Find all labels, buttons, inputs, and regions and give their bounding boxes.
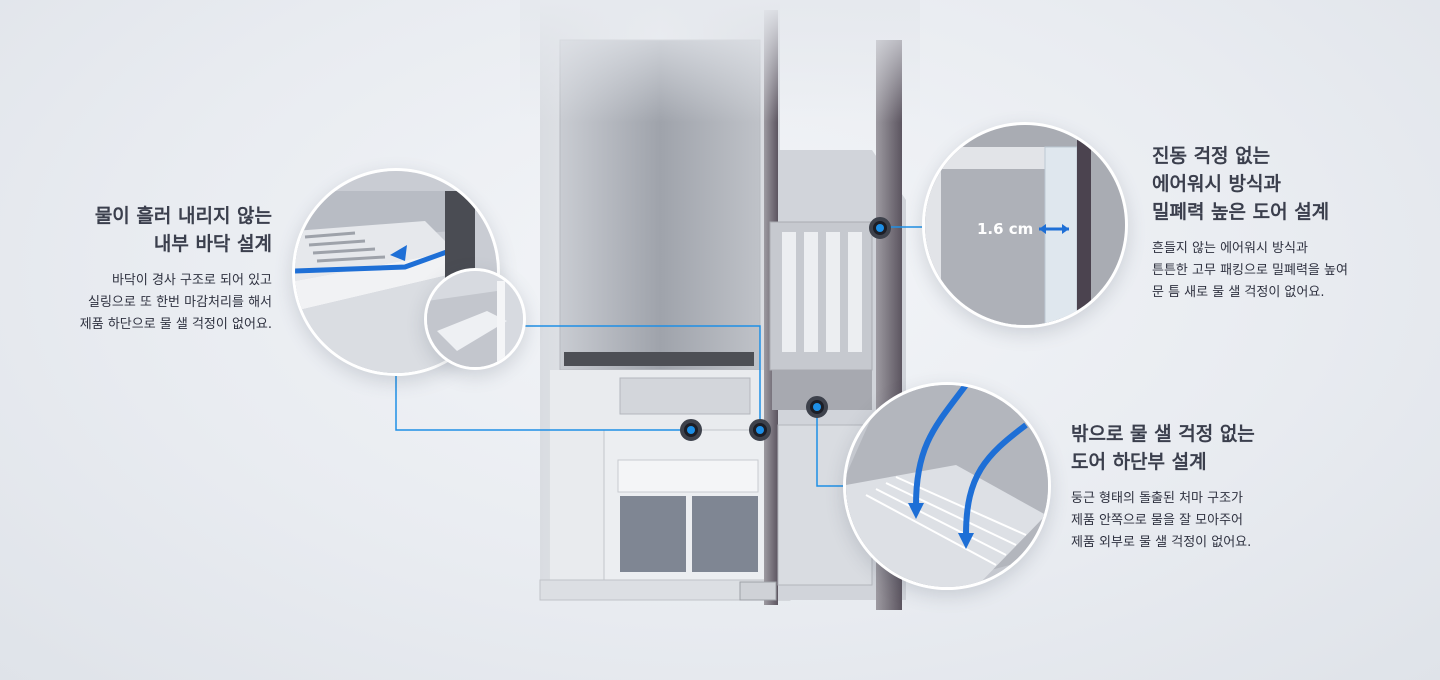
callout-airwash-title-line2: 에어워시 방식과 xyxy=(1152,173,1281,195)
marker-dot-door-bottom[interactable] xyxy=(806,396,828,418)
callout-door-bottom: 밖으로 물 샐 걱정 없는 도어 하단부 설계 둥근 형태의 돌출된 처마 구조… xyxy=(1071,420,1371,554)
callout-airwash-desc-line2: 튼튼한 고무 패킹으로 밀폐력을 높여 xyxy=(1152,263,1348,278)
callout-airwash-desc-line3: 문 틈 새로 물 샐 걱정이 없어요. xyxy=(1152,285,1325,300)
marker-dot-gasket[interactable] xyxy=(869,217,891,239)
callout-floor-desc-line2: 실링으로 또 한번 마감처리를 해서 xyxy=(88,295,272,310)
zoom-circle-sealing xyxy=(424,268,526,370)
callout-door-bottom-title-line2: 도어 하단부 설계 xyxy=(1071,451,1207,473)
callout-door-bottom-desc-line1: 둥근 형태의 돌출된 처마 구조가 xyxy=(1071,491,1244,506)
callout-floor: 물이 흘러 내리지 않는 내부 바닥 설계 바닥이 경사 구조로 되어 있고 실… xyxy=(0,202,272,336)
zoom-circle-gasket: 1.6 cm xyxy=(922,122,1128,328)
marker-dot-sealing[interactable] xyxy=(749,419,771,441)
zoom-circle-door-bottom xyxy=(843,382,1051,590)
callout-floor-desc-line3: 제품 하단으로 물 샐 걱정이 없어요. xyxy=(79,317,272,332)
callout-door-bottom-title-line1: 밖으로 물 샐 걱정 없는 xyxy=(1071,423,1255,445)
gasket-measure-label: 1.6 cm xyxy=(977,220,1034,238)
marker-dot-floor[interactable] xyxy=(680,419,702,441)
callout-floor-title-line2: 내부 바닥 설계 xyxy=(153,233,272,255)
callout-floor-desc-line1: 바닥이 경사 구조로 되어 있고 xyxy=(111,273,272,288)
callout-floor-title-line1: 물이 흘러 내리지 않는 xyxy=(94,205,272,227)
product-image xyxy=(520,0,920,680)
callout-airwash-title-line1: 진동 걱정 없는 xyxy=(1152,145,1271,167)
callout-airwash-title-line3: 밀폐력 높은 도어 설계 xyxy=(1152,201,1330,223)
callout-door-bottom-desc-line3: 제품 외부로 물 샐 걱정이 없어요. xyxy=(1071,535,1252,550)
callout-door-bottom-desc-line2: 제품 안쪽으로 물을 잘 모아주어 xyxy=(1071,513,1244,528)
callout-airwash-desc-line1: 흔들지 않는 에어워시 방식과 xyxy=(1152,241,1308,256)
callout-airwash: 진동 걱정 없는 에어워시 방식과 밀폐력 높은 도어 설계 흔들지 않는 에어… xyxy=(1152,142,1422,304)
